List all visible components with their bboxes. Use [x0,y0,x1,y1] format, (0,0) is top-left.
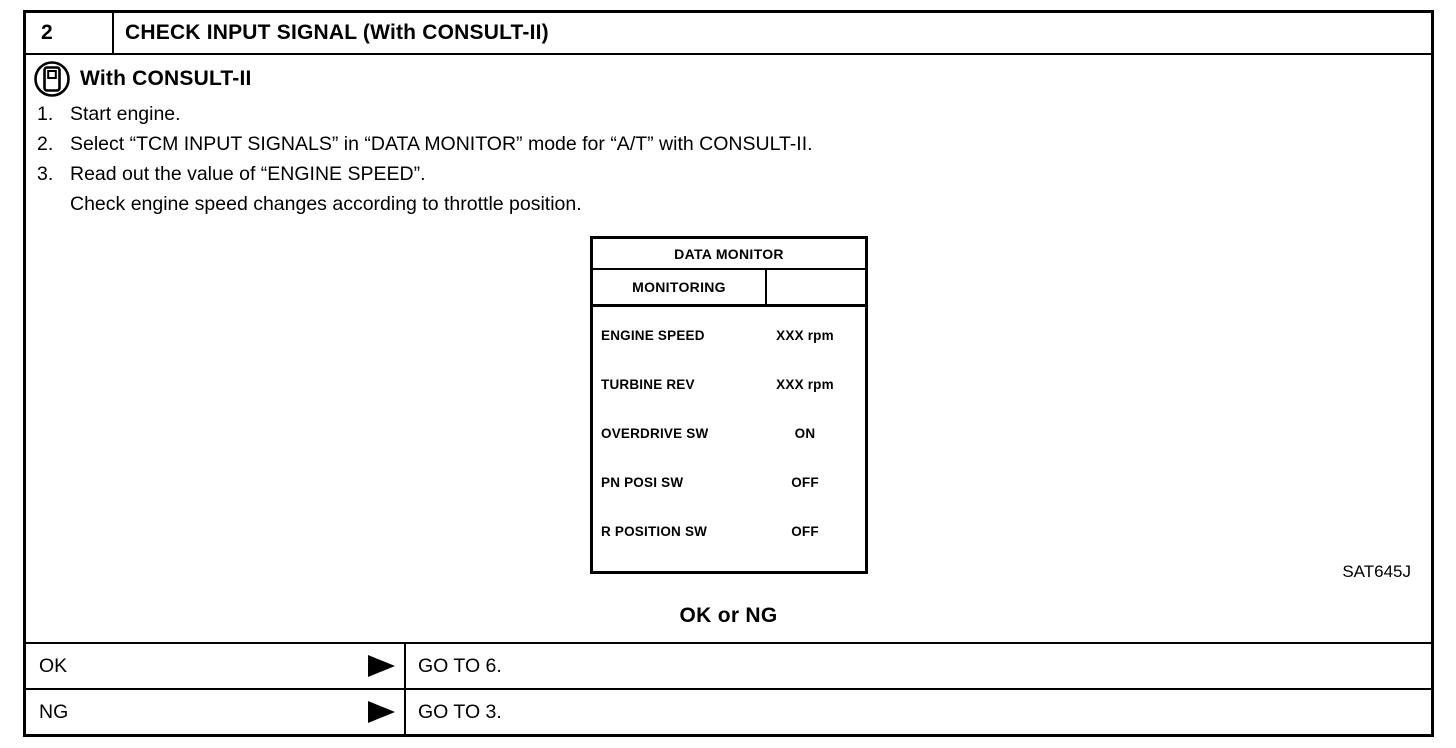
monitor-row-value: OFF [791,524,819,539]
tool-heading-line: With CONSULT-II [33,60,1431,98]
procedure-steps: 1. Start engine. 2. Select “TCM INPUT SI… [26,99,1431,219]
step-1-number: 1. [37,103,54,125]
procedure-title: CHECK INPUT SIGNAL (With CONSULT-II) [125,21,549,44]
monitor-row-value: OFF [791,475,819,490]
figure-code: SAT645J [1342,562,1411,581]
step-3-subtext: Check engine speed changes according to … [70,193,582,215]
result-ok-cell: OK [26,644,406,688]
consult-ii-icon [34,61,70,97]
data-monitor-figure: DATA MONITOR MONITORING ENGINE SPEED XXX… [590,236,868,574]
monitor-row-value: ON [794,426,816,441]
step-3-text: Read out the value of “ENGINE SPEED”. [70,163,426,185]
procedure-body: With CONSULT-II 1. Start engine. 2. Sele… [26,55,1431,642]
result-ng-label: NG [39,700,69,723]
monitoring-column-header: MONITORING [593,270,767,304]
result-row-ng: NG GO TO 3. [26,688,1431,734]
result-ok-label: OK [39,654,68,677]
monitor-row-value: XXX rpm [776,377,834,392]
procedure-step-number: 2 [26,13,114,53]
monitor-row-turbine-rev: TURBINE REV XXX rpm [593,360,865,409]
tool-heading: With CONSULT-II [80,67,252,90]
data-monitor-column-header-row: MONITORING [593,270,865,307]
monitor-row-label: R POSITION SW [601,524,708,539]
right-arrow-icon [368,701,395,723]
monitor-row-label: ENGINE SPEED [601,328,705,343]
step-2: 2. Select “TCM INPUT SIGNALS” in “DATA M… [26,129,1431,159]
step-3: 3. Read out the value of “ENGINE SPEED”. [26,159,1431,189]
step-2-text: Select “TCM INPUT SIGNALS” in “DATA MONI… [70,133,813,155]
result-ng-action: GO TO 3. [418,700,502,723]
step-1-text: Start engine. [70,103,181,125]
monitor-row-pn-posi-sw: PN POSI SW OFF [593,458,865,507]
data-monitor-rows: ENGINE SPEED XXX rpm TURBINE REV XXX rpm… [593,307,865,556]
monitor-row-overdrive-sw: OVERDRIVE SW ON [593,409,865,458]
monitor-row-r-position-sw: R POSITION SW OFF [593,507,865,556]
procedure-header: 2 CHECK INPUT SIGNAL (With CONSULT-II) [26,13,1431,55]
step-3-number: 3. [37,163,54,185]
monitor-row-label: TURBINE REV [601,377,695,392]
monitor-row-label: OVERDRIVE SW [601,426,709,441]
monitor-row-label: PN POSI SW [601,475,684,490]
result-ok-action: GO TO 6. [418,654,502,677]
step-1: 1. Start engine. [26,99,1431,129]
result-row-ok: OK GO TO 6. [26,642,1431,688]
monitor-row-value: XXX rpm [776,328,834,343]
right-arrow-icon [368,655,395,677]
step-2-number: 2. [37,133,54,155]
result-ng-cell: NG [26,690,406,734]
procedure-block: 2 CHECK INPUT SIGNAL (With CONSULT-II) W… [23,10,1434,737]
monitor-row-engine-speed: ENGINE SPEED XXX rpm [593,311,865,360]
data-monitor-title: DATA MONITOR [593,239,865,270]
ok-or-ng-question: OK or NG [679,604,778,627]
